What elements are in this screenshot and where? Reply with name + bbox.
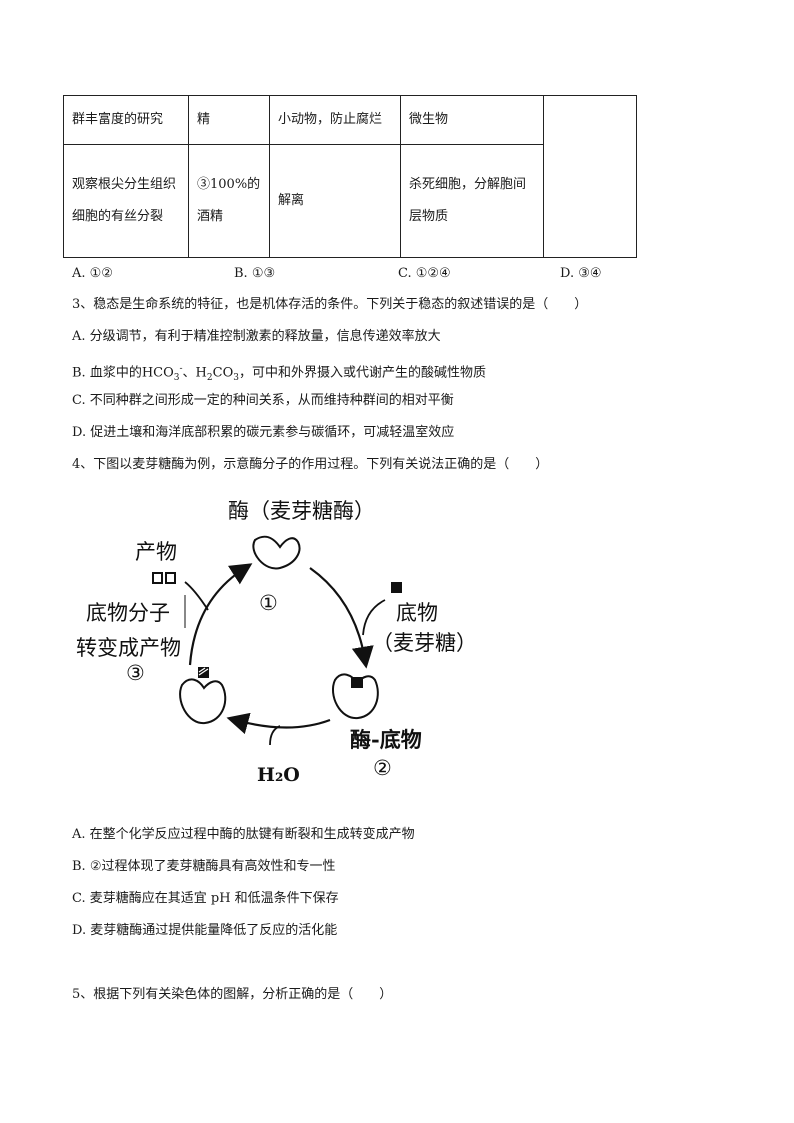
table-cell	[543, 95, 637, 258]
product-label: 产物	[135, 540, 177, 564]
subscript: 2	[206, 372, 213, 383]
cycle-arrow-bottom	[226, 712, 331, 735]
table-cell: 群丰富度的研究	[63, 95, 189, 145]
cycle-arrow-left	[188, 563, 253, 666]
q2-option-b[interactable]: B. ①③	[234, 266, 276, 281]
table-cell: ③100%的酒精	[188, 144, 270, 258]
q4-option-c[interactable]: C. 麦芽糖酶应在其适宜 pH 和低温条件下保存	[72, 891, 339, 906]
product-square	[152, 572, 163, 584]
substrate-paren-label: （麦芽糖）	[372, 631, 477, 655]
enzyme-cycle-diagram: 酶（麦芽糖酶） ① 产物 底物 （麦芽糖） 底物分子 转变成产物 ③ 酶-底物 …	[70, 490, 490, 790]
step-2-label: ②	[373, 756, 392, 780]
table-cell: 小动物，防止腐烂	[269, 95, 401, 145]
enzyme-cycle-svg	[152, 535, 402, 746]
substrate-in-arrow	[362, 599, 386, 636]
q2-option-c[interactable]: C. ①②④	[398, 266, 451, 281]
table-cell: 精	[188, 95, 270, 145]
q4-stem: 4、下图以麦芽糖酶为例，示意酶分子的作用过程。下列有关说法正确的是（ ）	[72, 457, 549, 472]
q4-option-a[interactable]: A. 在整个化学反应过程中酶的肽键有断裂和生成转变成产物	[72, 827, 415, 842]
q5-stem: 5、根据下列有关染色体的图解，分析正确的是（ ）	[72, 987, 393, 1002]
q3-stem: 3、稳态是生命系统的特征，也是机体存活的条件。下列关于稳态的叙述错误的是（ ）	[72, 297, 588, 312]
q3-option-c[interactable]: C. 不同种群之间形成一定的种间关系，从而维持种群间的相对平衡	[72, 393, 454, 408]
step-3-label: ③	[126, 661, 145, 685]
substrate-label: 底物	[396, 601, 438, 625]
q2-option-d[interactable]: D. ③④	[560, 266, 602, 281]
q3-option-b-text: 、H	[182, 365, 207, 381]
q3-option-b[interactable]: B. 血浆中的HCO3-、H2CO3，可中和外界摄入或代谢产生的酸碱性物质	[72, 361, 486, 386]
water-label: H₂O	[257, 764, 300, 786]
enzyme-product-shape	[179, 678, 227, 725]
complex-label: 酶-底物	[350, 727, 422, 752]
table-cell: 解离	[269, 144, 401, 258]
table-row: 观察根尖分生组织细胞的有丝分裂 ③100%的酒精 解离 杀死细胞，分解胞间层物质	[63, 144, 637, 258]
q3-option-b-text: ，可中和外界摄入或代谢产生的酸碱性物质	[238, 365, 486, 381]
q3-option-b-text: CO	[212, 365, 234, 381]
step-1-label: ①	[259, 591, 278, 615]
table-cell: 观察根尖分生组织细胞的有丝分裂	[63, 144, 189, 258]
q3-option-a[interactable]: A. 分级调节，有利于精准控制激素的释放量，信息传递效率放大	[72, 329, 441, 344]
q4-option-d[interactable]: D. 麦芽糖酶通过提供能量降低了反应的活化能	[72, 923, 338, 938]
q2-option-a[interactable]: A. ①②	[72, 266, 113, 281]
q3-option-b-text: B. 血浆中的HCO	[72, 365, 174, 381]
table-row: 群丰富度的研究 精 小动物，防止腐烂 微生物	[63, 95, 637, 258]
subscript: 3	[173, 372, 180, 383]
cycle-arrow-right	[309, 567, 374, 669]
table-cell: 杀死细胞，分解胞间层物质	[400, 144, 544, 258]
convert-label-line1: 底物分子	[86, 601, 170, 625]
enzyme-title: 酶（麦芽糖酶）	[228, 499, 375, 523]
q4-option-b[interactable]: B. ②过程体现了麦芽糖酶具有高效性和专一性	[72, 859, 336, 874]
subscript: 3	[233, 372, 239, 383]
q3-option-d[interactable]: D. 促进土壤和海洋底部积累的碳元素参与碳循环，可减轻温室效应	[72, 425, 455, 440]
product-out-arrow	[184, 581, 209, 611]
superscript: -	[179, 364, 183, 374]
table-cell: 微生物	[400, 95, 544, 145]
water-in-arrow	[269, 725, 281, 746]
free-substrate	[391, 582, 402, 593]
reagent-table: 群丰富度的研究 精 小动物，防止腐烂 微生物 观察根尖分生组织细胞的有丝分裂 ③…	[63, 95, 637, 258]
convert-label-line2: 转变成产物	[76, 636, 181, 660]
enzyme-free-shape	[252, 535, 301, 570]
bound-substrate	[351, 677, 363, 688]
product-square	[165, 572, 176, 584]
